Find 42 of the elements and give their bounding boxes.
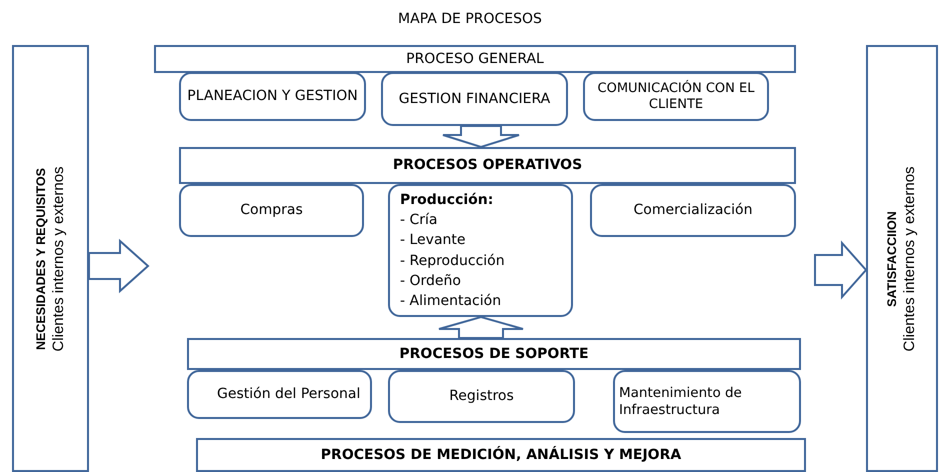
box-label: GESTION FINANCIERA	[398, 90, 550, 108]
block-arrow	[442, 125, 520, 148]
process-box	[381, 72, 568, 126]
process-box	[388, 370, 575, 423]
block-arrow	[438, 316, 524, 339]
list-item: - Ordeño	[400, 272, 461, 291]
box-label: Gestión del Personal	[217, 386, 360, 403]
panel-subtitle: Clientes internos y externos	[900, 166, 920, 352]
panel-subtitle: Clientes internos y externos	[48, 166, 68, 352]
diagram-title: MAPA DE PROCESOS	[397, 11, 543, 27]
process-box	[179, 184, 364, 237]
process-box	[583, 72, 769, 121]
list-item: - Cría	[400, 210, 438, 230]
process-header	[154, 45, 796, 73]
process-header	[196, 438, 806, 472]
box-label: COMUNICACIÓN CON EL CLIENTE	[596, 80, 756, 112]
box-heading: PROCESOS DE SOPORTE	[399, 346, 589, 362]
box-label: Comercialización	[634, 202, 752, 219]
process-box	[187, 370, 372, 419]
list-item: - Reproducción	[400, 252, 505, 270]
box-label: Mantenimiento de Infraestructura	[619, 385, 743, 418]
box-label: Compras	[240, 202, 303, 219]
process-box	[613, 370, 801, 433]
box-label: Registros	[449, 388, 514, 405]
box-label: PLANEACION Y GESTION	[187, 88, 358, 105]
panel-heading: NECESIDADES Y REQUISITOS	[32, 168, 49, 350]
list-item: - Alimentación	[400, 292, 502, 312]
box-label: PROCESO GENERAL	[406, 50, 544, 68]
process-header	[187, 338, 801, 370]
block-arrow	[88, 238, 150, 294]
box-heading: PROCESOS OPERATIVOS	[392, 157, 582, 174]
process-box	[590, 184, 796, 237]
side-panel	[12, 45, 89, 472]
process-box	[179, 72, 366, 121]
block-arrow	[814, 240, 868, 300]
process-box	[388, 184, 573, 317]
panel-heading: SATISFACCIION	[884, 210, 900, 306]
list-item: - Levante	[400, 231, 466, 250]
box-heading: Producción:	[400, 190, 494, 210]
side-panel	[866, 45, 938, 472]
process-header	[179, 147, 796, 184]
box-heading: PROCESOS DE MEDICIÓN, ANÁLISIS Y MEJORA	[320, 446, 682, 464]
